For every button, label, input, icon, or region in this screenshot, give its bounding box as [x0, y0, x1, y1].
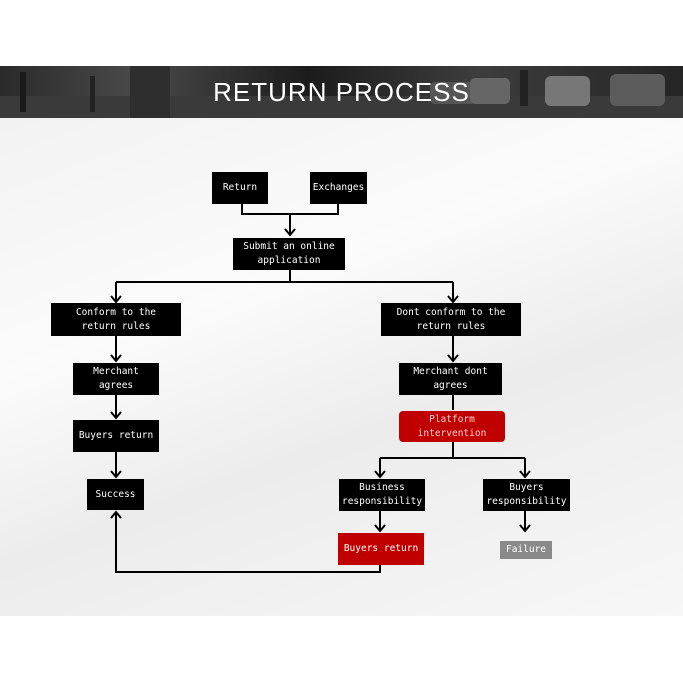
- node-merchant-agrees-label: Merchant agrees: [93, 366, 139, 391]
- node-buyers-resp-label-1: Buyers: [509, 482, 544, 493]
- page-title: RETURN PROCESS: [213, 76, 470, 107]
- node-failure: Failure: [500, 541, 552, 559]
- node-buyers-return-red: Buyers return: [338, 533, 424, 565]
- street-photo-background: [0, 66, 683, 118]
- node-success-label: Success: [95, 488, 136, 500]
- node-conform-label-2: return rules: [81, 320, 151, 332]
- node-buyers-responsibility: Buyers responsibility: [483, 479, 570, 511]
- node-conform-rules: Conform to the return rules: [51, 303, 181, 336]
- node-merchant-dont-agree-label: Merchant dont agrees: [413, 366, 488, 391]
- arrowhead-submit: [284, 228, 296, 237]
- node-dont-conform-label-1: Dont conform to the: [396, 306, 506, 318]
- node-business-responsibility: Business responsibility: [339, 479, 425, 511]
- node-buyers-resp-label-2: responsibility: [486, 496, 567, 507]
- merge-connector: [241, 204, 339, 215]
- node-failure-label: Failure: [505, 544, 547, 555]
- node-submit-application: Submit an online application: [233, 238, 345, 270]
- loopback-connector: [115, 513, 381, 573]
- node-exchanges: Exchanges: [310, 172, 367, 204]
- node-platform-intervention: Platform intervention: [399, 411, 505, 442]
- node-exchanges-label: Exchanges: [312, 182, 365, 193]
- node-dont-conform-rules: Dont conform to the return rules: [381, 303, 521, 336]
- node-merchant-agrees: Merchant agrees: [73, 363, 159, 395]
- header-banner: RETURN PROCESS: [0, 66, 683, 118]
- node-business-label-1: Business: [359, 482, 405, 493]
- node-submit-label-1: Submit an online: [243, 241, 335, 252]
- node-platform-label-2: intervention: [417, 427, 487, 439]
- node-buyers-return-left: Buyers return: [73, 420, 159, 452]
- node-buyers-return-red-label: Buyers return: [343, 543, 419, 554]
- node-submit-label-2: application: [257, 255, 321, 266]
- node-buyers-return-left-label: Buyers return: [78, 430, 154, 441]
- node-merchant-dont-agree: Merchant dont agrees: [399, 363, 502, 395]
- node-business-label-2: responsibility: [341, 496, 423, 507]
- node-return-label: Return: [222, 182, 258, 193]
- node-conform-label-1: Conform to the: [75, 306, 157, 318]
- node-success: Success: [87, 479, 144, 510]
- node-dont-conform-label-2: return rules: [416, 320, 486, 332]
- node-platform-label-1: Platform: [429, 413, 475, 425]
- node-return: Return: [212, 172, 268, 204]
